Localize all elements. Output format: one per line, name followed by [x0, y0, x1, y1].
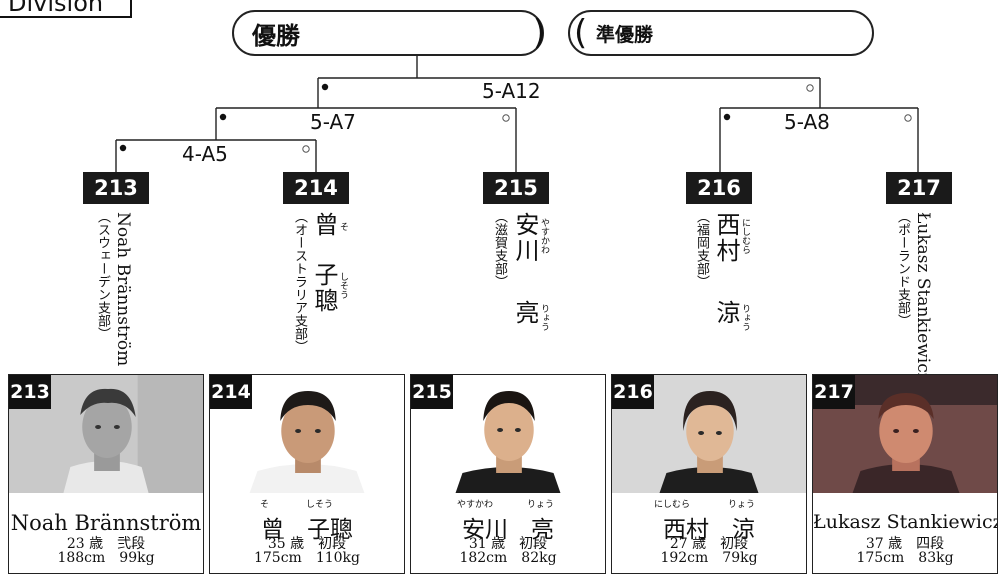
player-card-213: 213 Noah Brännström 23 歳 弐段 188cm 99kg [8, 374, 204, 574]
player-card-215: 215 やすかわ りょう 安川 亮 31 歳 初段 182cm 82kg [410, 374, 606, 574]
bracket-surname-215: 安川 [511, 212, 539, 264]
bracket-surname-216: 西村 [712, 212, 740, 264]
card-size-217: 175cm 83kg [856, 550, 954, 566]
card-name-214: 曾 子聰 [261, 517, 353, 543]
card-size-215: 182cm 82kg [459, 550, 557, 566]
card-age-rank-213: 23 歳 弐段 [66, 536, 146, 552]
card-name-217: Łukasz Stankiewicz [813, 511, 998, 533]
bracket-num-217: 217 [886, 172, 952, 204]
player-card-217: 217 Łukasz Stankiewicz 37 歳 四段 175cm 83k… [812, 374, 998, 574]
bracket-num-213: 213 [83, 172, 149, 204]
card-ruby-given-216: りょう [728, 500, 756, 510]
card-age-rank-214: 35 歳 初段 [267, 536, 347, 552]
bracket-ruby-sur-214: そ [338, 222, 348, 231]
bracket-ruby-given-216: りょう [740, 304, 750, 331]
match-label-final: 5-A12 [476, 80, 547, 102]
bracket-num-214: 214 [283, 172, 349, 204]
match-label-semi-right: 5-A8 [778, 111, 836, 133]
player-card-216: 216 にしむら りょう 西村 涼 27 歳 初段 192cm 79kg [611, 374, 807, 574]
bracket-org-213: （スウェーデン支部） [95, 210, 110, 340]
runnerup-bracket-mark: ( [574, 13, 588, 53]
match-label-round1: 4-A5 [176, 143, 234, 165]
bracket-ruby-given-214: しそう [338, 272, 348, 299]
card-age-rank-216: 27 歳 初段 [669, 536, 749, 552]
round1-left-dot [119, 144, 127, 152]
bracket-name-217: Łukasz Stankiewicz [913, 212, 933, 382]
card-ruby-given-214: しそう [306, 500, 334, 510]
card-size-214: 175cm 110kg [253, 550, 360, 566]
final-right-circle [806, 84, 814, 92]
card-ruby-given-215: りょう [527, 500, 555, 510]
bracket-org-217: （ポーランド支部） [895, 210, 910, 327]
card-age-rank-215: 31 歳 初段 [468, 536, 548, 552]
card-name-215: 安川 亮 [462, 517, 554, 543]
bracket-num-215: 215 [483, 172, 549, 204]
bracket-surname-214: 曾 [310, 212, 338, 238]
semi-left-right-circle [502, 114, 510, 122]
card-num-214: 214 [210, 375, 252, 409]
card-ruby-sur-215: やすかわ [457, 500, 494, 510]
card-name-216: 西村 涼 [663, 517, 755, 543]
runnerup-box: ( 準優勝 [568, 10, 874, 56]
bracket-ruby-given-215: りょう [539, 304, 549, 331]
runnerup-label: 準優勝 [596, 23, 654, 46]
card-num-215: 215 [411, 375, 453, 409]
division-tag: Division [0, 0, 132, 18]
final-left-dot [321, 83, 329, 91]
card-ruby-sur-214: そ [260, 500, 270, 510]
bracket-org-215: （滋賀支部） [492, 210, 507, 288]
semi-right-dot [723, 113, 731, 121]
card-num-216: 216 [612, 375, 654, 409]
bracket-given-214: 子聰 [310, 262, 338, 314]
bracket-org-214: （オーストラリア支部） [292, 210, 307, 353]
winner-bracket-mark: ) [532, 13, 546, 53]
bracket-ruby-sur-216: にしむら [740, 218, 750, 254]
winner-box: 優勝 ) [232, 10, 546, 56]
card-size-213: 188cm 99kg [57, 550, 155, 566]
bracket-given-215: 亮 [511, 300, 539, 326]
bracket-org-216: （福岡支部） [694, 210, 709, 288]
card-age-rank-217: 37 歳 四段 [865, 536, 945, 552]
player-card-214: 214 そ しそう 曾 子聰 35 歳 初段 175cm 110kg [209, 374, 405, 574]
card-num-217: 217 [813, 375, 855, 409]
round1-right-circle [302, 145, 310, 153]
semi-right-right-circle [904, 114, 912, 122]
bracket-ruby-sur-215: やすかわ [539, 218, 549, 254]
card-num-213: 213 [9, 375, 51, 409]
bracket-name-213: Noah Brännström [113, 212, 133, 367]
card-size-216: 192cm 79kg [660, 550, 758, 566]
card-ruby-sur-216: にしむら [654, 500, 691, 510]
semi-left-dot [219, 113, 227, 121]
winner-label: 優勝 [252, 20, 300, 50]
bracket-given-216: 涼 [712, 300, 740, 326]
match-label-semi-left: 5-A7 [304, 111, 362, 133]
bracket-num-216: 216 [686, 172, 752, 204]
card-name-213: Noah Brännström [10, 511, 202, 535]
bracket-lines [115, 56, 919, 172]
